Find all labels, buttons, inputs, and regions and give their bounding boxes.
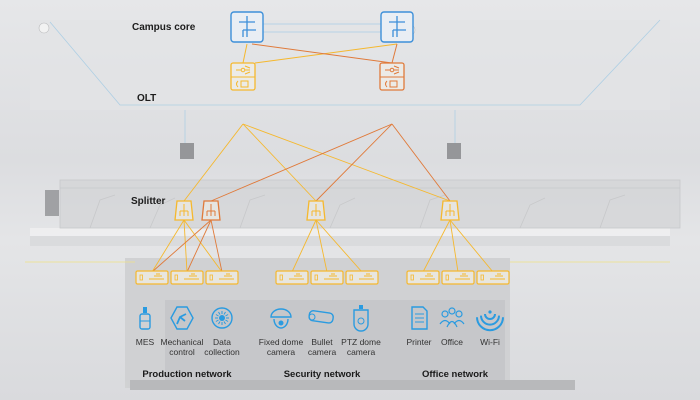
network-label: Office network (422, 369, 488, 380)
printer-icon (411, 306, 428, 330)
splitter-icon (174, 200, 194, 221)
nodes-layer (135, 11, 510, 285)
splitter-icon (201, 200, 221, 221)
link-splitter-onu (315, 219, 328, 273)
endpoints-layer (139, 305, 504, 332)
link-splitter-onu (449, 219, 459, 273)
network-label: Security network (283, 369, 361, 380)
link-core-olt (242, 43, 248, 64)
layer-label-splitter: Splitter (131, 196, 166, 207)
link-splitter-onu (422, 219, 451, 273)
link-olt-splitter (242, 123, 451, 202)
layer-label-olt: OLT (137, 93, 157, 104)
endpoint-label-line: Bullet (311, 337, 333, 347)
layer-label-campus-core: Campus core (132, 22, 196, 33)
splitter-icon (440, 200, 460, 221)
endpoint-label-line: Mechanical (160, 337, 204, 347)
endpoint-label-line: Office (440, 337, 464, 347)
endpoint-label: MES (136, 337, 154, 347)
link-splitter-onu (183, 219, 188, 273)
endpoint-label: Office (441, 337, 463, 347)
ptz-camera-icon (353, 305, 369, 332)
ceiling-ap-right (447, 143, 461, 159)
link-splitter-onu (151, 219, 185, 273)
bullet-camera-icon (308, 310, 334, 324)
mes-icon (139, 307, 151, 330)
endpoint-label-line: collection (204, 347, 240, 357)
onu-icon (345, 270, 379, 285)
link-olt-splitter (210, 123, 393, 202)
wifi-icon (476, 310, 504, 332)
background-scene (25, 19, 681, 390)
link-core-olt (251, 43, 393, 64)
endpoint-label-line: MES (135, 337, 155, 347)
robot-arm-icon (170, 306, 194, 330)
endpoint-label-line: camera (266, 347, 296, 357)
onu-icon (310, 270, 344, 285)
link-splitter-onu (210, 219, 223, 273)
link-olt-splitter (183, 123, 244, 202)
core-switch-icon (230, 11, 264, 43)
data-collection-icon (211, 307, 233, 329)
endpoint-label-line: Data (213, 337, 231, 347)
link-splitter-onu (186, 219, 212, 273)
onu-icon (406, 270, 440, 285)
endpoint-label-line: Printer (406, 337, 432, 347)
link-splitter-onu (315, 219, 363, 273)
splitter-icon (306, 200, 326, 221)
endpoint-label-line: PTZ dome (341, 337, 381, 347)
ceiling-ap-left (180, 143, 194, 159)
onu-icon (441, 270, 475, 285)
onu-icon (275, 270, 309, 285)
link-olt-splitter (315, 123, 393, 202)
office-users-icon (439, 307, 465, 328)
olt-icon (230, 62, 256, 91)
link-core-olt (254, 43, 398, 64)
olt-icon (379, 62, 405, 91)
onu-icon (170, 270, 204, 285)
dome-camera-icon (270, 308, 292, 329)
endpoint-label-line: camera (307, 347, 337, 357)
endpoint-label-line: Wi-Fi (480, 337, 500, 347)
endpoint-label: Printer (406, 337, 431, 347)
endpoint-label-line: control (169, 347, 195, 357)
links-layer (151, 23, 494, 273)
onu-icon (205, 270, 239, 285)
link-core-olt (391, 43, 398, 64)
endpoint-label-line: Fixed dome (258, 337, 304, 347)
link-olt-splitter (391, 123, 451, 202)
onu-icon (476, 270, 510, 285)
core-switch-icon (380, 11, 414, 43)
link-splitter-onu (151, 219, 212, 273)
endpoint-label-line: camera (346, 347, 376, 357)
endpoint-label: Wi-Fi (480, 337, 500, 347)
onu-icon (135, 270, 169, 285)
link-splitter-onu (449, 219, 494, 273)
link-splitter-onu (291, 219, 317, 273)
network-label: Production network (142, 369, 232, 380)
link-splitter-onu (183, 219, 223, 273)
link-olt-splitter (242, 123, 317, 202)
